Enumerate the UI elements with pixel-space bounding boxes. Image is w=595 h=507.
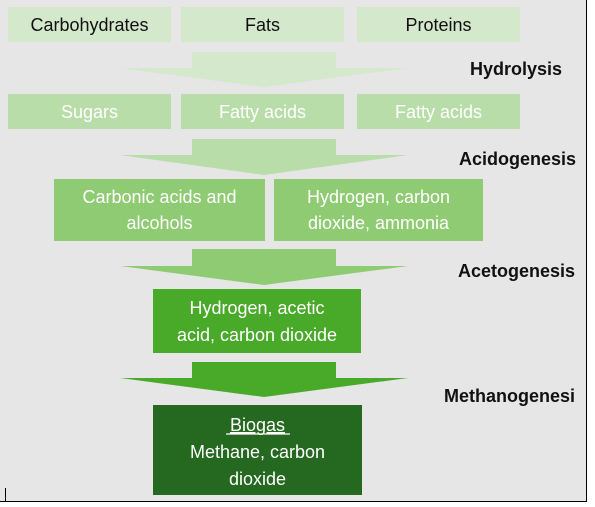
- acetogenesis-label: Acetogenesis: [458, 261, 575, 281]
- sugars-box: [8, 94, 171, 129]
- biogas-line-1: Methane, carbon: [190, 442, 325, 462]
- fatty-acids-label-1: Fatty acids: [219, 102, 306, 122]
- hydrogen-acetic-line-1: Hydrogen, acetic: [189, 298, 324, 318]
- fatty-acids-label-2: Fatty acids: [395, 102, 482, 122]
- hydrogen-carbon-line-2: dioxide, ammonia: [308, 213, 450, 233]
- acetogenesis-arrow: [120, 249, 408, 285]
- carbonic-acids-box: [54, 179, 265, 241]
- acidogenesis-products-row: Carbonic acids and alcohols Hydrogen, ca…: [54, 179, 483, 241]
- methanogenesis-arrow: [120, 362, 408, 397]
- hydrolysis-label: Hydrolysis: [470, 59, 562, 79]
- methanogenesis-label: Methanogenesi: [444, 386, 575, 406]
- substrate-row: Carbohydrates Fats Proteins: [8, 7, 520, 42]
- carbohydrates-label: Carbohydrates: [30, 15, 148, 35]
- hydrolysis-arrow: [120, 52, 408, 87]
- biogas-title: Biogas: [230, 415, 285, 435]
- hydrolysis-products-row: Sugars Fatty acids Fatty acids: [8, 94, 520, 129]
- acidogenesis-label: Acidogenesis: [459, 149, 576, 169]
- hydrogen-carbon-line-1: Hydrogen, carbon: [307, 187, 450, 207]
- proteins-label: Proteins: [405, 15, 471, 35]
- carbonic-acids-line-1: Carbonic acids and: [82, 187, 236, 207]
- biogas-line-2: dioxide: [229, 469, 286, 489]
- hydrogen-acetic-line-2: acid, carbon dioxide: [177, 325, 337, 345]
- biogas-box: [153, 405, 362, 495]
- hydrogen-carbon-box: [274, 179, 483, 241]
- acidogenesis-arrow: [120, 139, 408, 175]
- fats-box: [181, 7, 344, 42]
- fatty-acids-box-1: [181, 94, 344, 129]
- carbohydrates-box: [8, 7, 171, 42]
- fatty-acids-box-2: [357, 94, 520, 129]
- sugars-label: Sugars: [61, 102, 118, 122]
- biogas-product: Biogas Methane, carbon dioxide: [153, 405, 362, 495]
- fats-label: Fats: [245, 15, 280, 35]
- carbonic-acids-line-2: alcohols: [126, 213, 192, 233]
- hydrogen-acetic-box: [153, 289, 361, 353]
- acetogenesis-product: Hydrogen, acetic acid, carbon dioxide: [153, 289, 361, 353]
- proteins-box: [357, 7, 520, 42]
